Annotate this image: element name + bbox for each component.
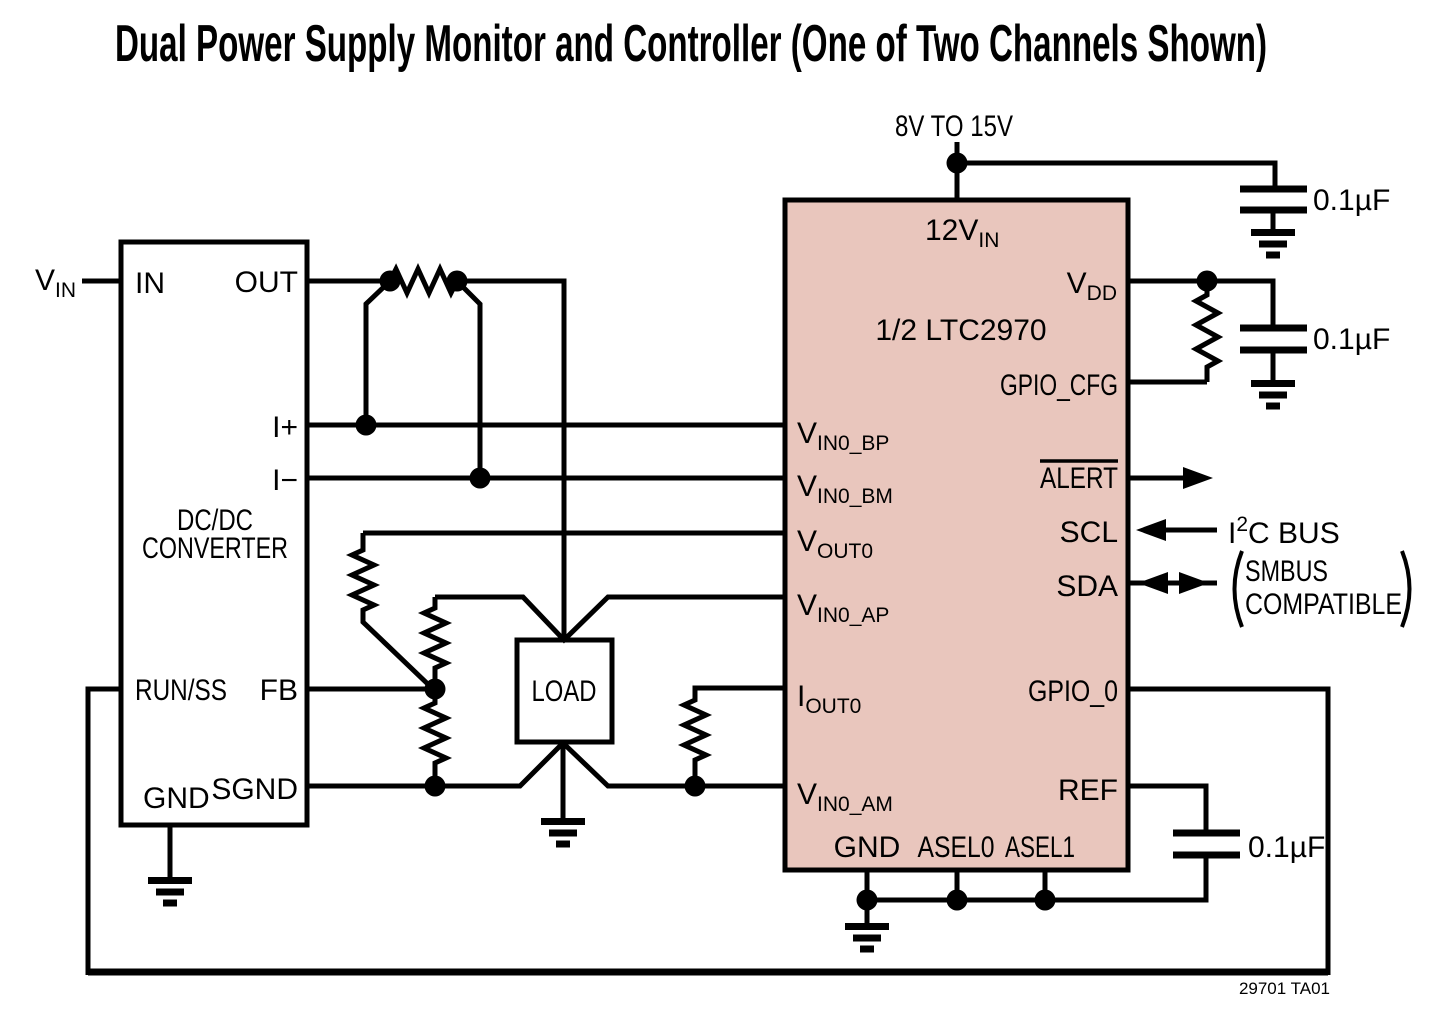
wire-sgnd-vin0am (307, 739, 785, 789)
ic-pin-vin0am: VIN0_AM (797, 778, 893, 816)
ic-pin-vin0ap: VIN0_AP (797, 589, 889, 627)
ltc2970-ic-box (782, 197, 1131, 873)
bus-annotation: I2C BUS SMBUS COMPATIBLE (1228, 513, 1412, 628)
resistor-fb-top (345, 533, 435, 691)
ic-pin-sda: SDA (1056, 570, 1118, 603)
wire-out-to-load (457, 278, 567, 640)
resistor-gpio-cfg (1190, 281, 1224, 382)
paren-right-icon (1400, 550, 1412, 628)
capacitor-1 (1240, 185, 1307, 214)
wire-sense-minus-tap (455, 279, 483, 478)
dcdc-pin-fb: FB (260, 674, 298, 707)
dcdc-pin-runss: RUN/SS (135, 674, 227, 707)
wire-ref (1128, 783, 1209, 830)
wire-gpio0 (1128, 686, 1331, 975)
wire-supply-to-cap1 (957, 160, 1278, 186)
sense-resistor (387, 262, 460, 300)
resistor-fb-bottom (417, 689, 453, 786)
vin-label: VIN (35, 264, 76, 302)
wire-vin0ap (435, 594, 785, 644)
ground-icon (148, 877, 192, 907)
ic-pin-gpio-cfg: GPIO_CFG (1000, 369, 1118, 402)
ground-icon (1251, 380, 1295, 410)
ic-pin-ref: REF (1058, 774, 1118, 807)
ic-pin-vdd: VDD (1067, 267, 1117, 305)
smbus-label-line1: SMBUS (1245, 555, 1328, 588)
ic-pin-scl: SCL (1060, 516, 1118, 549)
ic-pin-gpio0: GPIO_0 (1028, 675, 1118, 708)
paren-left-icon (1232, 550, 1244, 628)
cap1-value: 0.1µF (1313, 184, 1390, 217)
ic-pin-iout0: IOUT0 (797, 680, 861, 718)
wire-iout0-resistor (677, 685, 785, 786)
ic-pin-vout0: VOUT0 (797, 525, 873, 563)
i2c-bus-label: I2C BUS (1228, 513, 1340, 550)
dcdc-pin-iminus: I− (272, 464, 298, 497)
dcdc-pin-gnd: GND (143, 782, 210, 815)
page-title: Dual Power Supply Monitor and Controller… (115, 15, 1267, 73)
scl-arrow-icon (1136, 519, 1166, 541)
dcdc-pin-out: OUT (235, 266, 298, 299)
dcdc-pin-iplus: I+ (272, 411, 298, 444)
ic-labels: 12VIN 1/2 LTC2970 VIN0_BP VIN0_BM VOUT0 … (797, 214, 1118, 864)
wires (82, 142, 1331, 976)
capacitor-3 (1173, 829, 1240, 859)
ground-icon (1251, 229, 1295, 259)
alert-arrow-icon (1183, 467, 1213, 489)
load-label: LOAD (532, 675, 597, 708)
supply-voltage-label: 8V TO 15V (895, 110, 1013, 143)
dcdc-pin-in: IN (135, 267, 165, 300)
dcdc-pin-sgnd: SGND (211, 773, 298, 806)
wire-vdd (1128, 278, 1276, 325)
dcdc-name-line2: CONVERTER (142, 532, 288, 565)
sda-arrow-right-icon (1179, 572, 1209, 594)
ic-pin-12vin: 12VIN (925, 214, 999, 252)
ground-icon (541, 818, 585, 848)
ic-name: 1/2 LTC2970 (875, 314, 1046, 347)
smbus-label-line2: COMPATIBLE (1245, 588, 1402, 621)
ic-pin-asel0: ASEL0 (918, 831, 995, 864)
junction-dots (355, 152, 1218, 911)
figure-number: 29701 TA01 (1239, 979, 1330, 998)
ic-pin-alert: ALERT (1040, 462, 1118, 495)
dcdc-converter-box (118, 239, 310, 828)
ground-icon (845, 923, 889, 953)
sda-arrow-left-icon (1138, 572, 1168, 594)
ic-pin-vin0bm: VIN0_BM (797, 470, 893, 508)
ic-pin-asel1: ASEL1 (1005, 831, 1075, 864)
ic-pin-vin0bp: VIN0_BP (797, 417, 889, 455)
ground-symbols (148, 229, 1295, 953)
resistor-fb-mid (417, 597, 453, 689)
dcdc-name-line1: DC/DC (177, 504, 253, 537)
dcdc-labels: IN OUT I+ I− DC/DC CONVERTER RUN/SS FB G… (135, 266, 298, 815)
cap3-value: 0.1µF (1248, 831, 1325, 864)
wire-sense-plus-tap (363, 279, 392, 425)
cap2-value: 0.1µF (1313, 323, 1390, 356)
capacitor-2 (1240, 324, 1307, 354)
ic-pin-gnd: GND (834, 831, 901, 864)
wire-runss (85, 686, 121, 975)
